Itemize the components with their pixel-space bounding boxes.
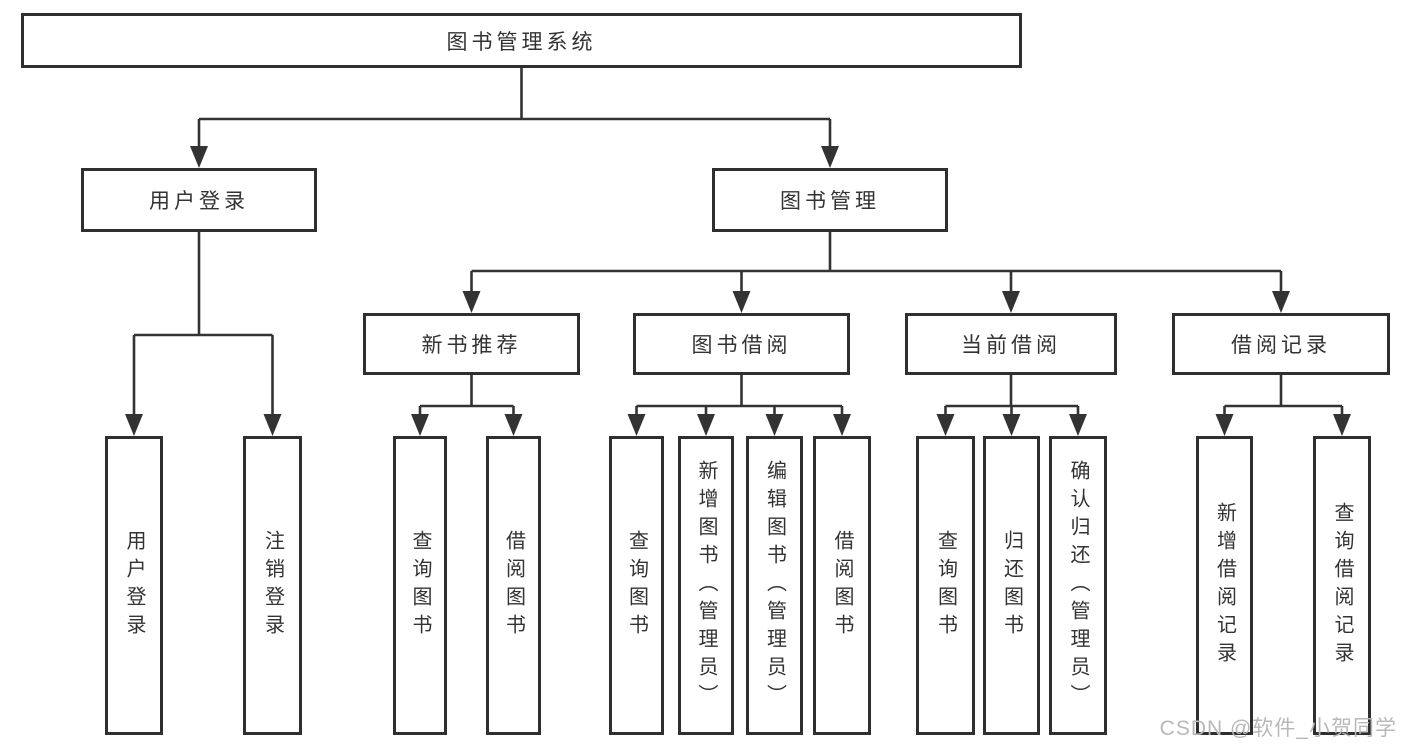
- arrowhead-icon: [125, 414, 143, 436]
- leaf-label: 借阅图书: [831, 529, 853, 642]
- leaf-add-borrow-record: 新增借阅记录: [1196, 436, 1253, 735]
- arrowhead-icon: [1069, 414, 1087, 436]
- leaf-label: 查询图书: [409, 529, 431, 642]
- node-root: 图书管理系统: [21, 13, 1022, 68]
- arrowhead-icon: [833, 414, 851, 436]
- leaf-user-login: 用户登录: [105, 436, 163, 735]
- leaf-label: 确认归还（管理员）: [1067, 459, 1089, 712]
- leaf-label: 新增借阅记录: [1213, 501, 1236, 670]
- arrowhead-icon: [821, 146, 839, 168]
- node-label: 借阅记录: [1231, 334, 1331, 357]
- leaf-label: 借阅图书: [502, 529, 525, 642]
- leaf-label: 注销登录: [261, 529, 284, 642]
- leaf-logout: 注销登录: [243, 436, 302, 735]
- leaf-label: 查询借阅记录: [1331, 501, 1353, 670]
- leaf-confirm-return-admin: 确认归还（管理员）: [1049, 436, 1107, 735]
- arrowhead-icon: [765, 414, 784, 436]
- arrowhead-icon: [504, 414, 523, 436]
- node-book-management-branch: 图书管理: [712, 168, 948, 232]
- leaf-label: 新增图书（管理员）: [695, 459, 717, 712]
- leaf-borrow-books-recommend: 借阅图书: [486, 436, 541, 735]
- node-current-borrowing: 当前借阅: [905, 313, 1117, 375]
- leaf-query-books-current: 查询图书: [916, 436, 975, 735]
- arrowhead-icon: [263, 414, 282, 436]
- node-root-label: 图书管理系统: [446, 30, 597, 54]
- arrowhead-icon: [411, 414, 429, 436]
- leaf-add-book-admin: 新增图书（管理员）: [678, 436, 734, 735]
- leaf-edit-book-admin: 编辑图书（管理员）: [746, 436, 803, 735]
- arrowhead-icon: [1272, 291, 1290, 313]
- leaf-label: 查询图书: [625, 529, 648, 642]
- arrowhead-icon: [936, 414, 955, 436]
- leaf-label: 查询图书: [934, 529, 957, 642]
- arrowhead-icon: [1002, 291, 1020, 313]
- arrowhead-icon: [190, 146, 208, 168]
- arrowhead-icon: [1333, 414, 1351, 436]
- node-book-borrowing: 图书借阅: [633, 313, 850, 375]
- arrowhead-icon: [732, 291, 751, 313]
- leaf-borrow-books-borrowing: 借阅图书: [813, 436, 871, 735]
- leaf-query-borrow-record: 查询借阅记录: [1313, 436, 1371, 735]
- arrowhead-icon: [697, 414, 715, 436]
- node-borrowing-records: 借阅记录: [1172, 313, 1390, 375]
- arrowhead-icon: [1215, 414, 1234, 436]
- leaf-label: 归还图书: [1000, 529, 1023, 642]
- arrowhead-icon: [462, 291, 481, 313]
- leaf-query-books-borrowing: 查询图书: [609, 436, 664, 735]
- leaf-query-books-recommend: 查询图书: [393, 436, 447, 735]
- node-label: 用户登录: [149, 190, 249, 213]
- node-label: 新书推荐: [421, 334, 522, 357]
- leaf-return-book: 归还图书: [983, 436, 1040, 735]
- arrowhead-icon: [1002, 414, 1021, 436]
- csdn-watermark: CSDN @软件_小贺同学: [1159, 717, 1397, 740]
- node-user-login-branch: 用户登录: [81, 168, 317, 232]
- node-label: 当前借阅: [961, 334, 1061, 357]
- node-new-book-recommendation: 新书推荐: [363, 313, 580, 375]
- node-label: 图书管理: [780, 190, 880, 213]
- arrowhead-icon: [627, 414, 646, 436]
- leaf-label: 编辑图书（管理员）: [763, 459, 786, 712]
- node-label: 图书借阅: [691, 334, 792, 357]
- leaf-label: 用户登录: [123, 529, 145, 642]
